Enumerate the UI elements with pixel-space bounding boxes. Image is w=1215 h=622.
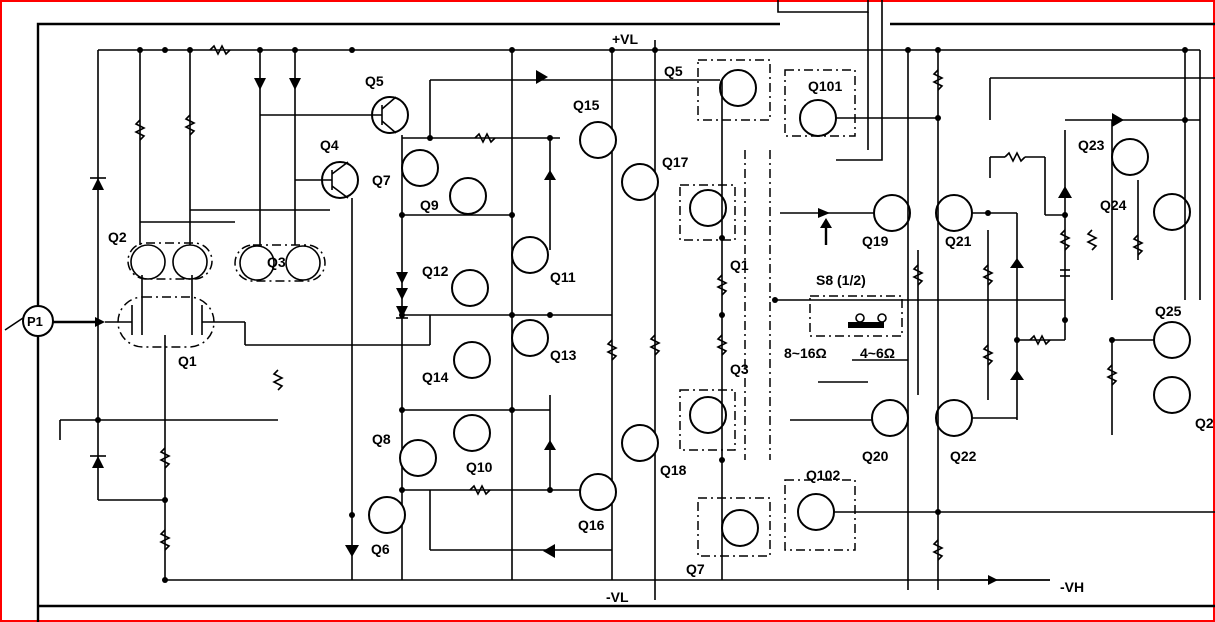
label-q8: Q8 xyxy=(372,431,391,447)
transistor-q20 xyxy=(871,399,909,437)
label-q26-partial: Q2 xyxy=(1195,415,1214,431)
label-q9: Q9 xyxy=(420,197,439,213)
label-q19: Q19 xyxy=(862,233,889,249)
label-q13: Q13 xyxy=(550,347,577,363)
transistor-q9 xyxy=(449,177,487,215)
label-q4: Q4 xyxy=(320,137,339,153)
label-q1-left: Q1 xyxy=(178,353,197,369)
transistor-q11 xyxy=(511,236,549,274)
label-q15: Q15 xyxy=(573,97,600,113)
transistor-q26 xyxy=(1153,376,1191,414)
label-vh-neg: -VH xyxy=(1060,579,1084,595)
input-terminal-p1 xyxy=(4,305,105,337)
label-q21: Q21 xyxy=(945,233,972,249)
diode-string xyxy=(254,70,1124,558)
label-q16: Q16 xyxy=(578,517,605,533)
label-q20: Q20 xyxy=(862,448,889,464)
transistor-q10 xyxy=(453,414,491,452)
label-q101: Q101 xyxy=(808,78,842,94)
label-p1: P1 xyxy=(27,314,43,329)
transistor-q21 xyxy=(935,194,973,232)
label-q7-left: Q7 xyxy=(372,172,391,188)
label-q3: Q3 xyxy=(267,254,286,270)
label-q6: Q6 xyxy=(371,541,390,557)
transistor-q4 xyxy=(295,161,359,580)
label-vl-pos: +VL xyxy=(612,31,639,47)
board-outline xyxy=(36,0,1215,622)
junction-dots xyxy=(95,47,1188,583)
label-q12: Q12 xyxy=(422,263,449,279)
transistor-q16 xyxy=(579,473,617,511)
component-labels: P1 +VL -VL -VH Q1 Q2 Q3 Q4 Q5 Q6 Q7 Q8 Q… xyxy=(27,31,1214,605)
label-impedance-left: 8~16Ω xyxy=(784,345,827,361)
label-q22: Q22 xyxy=(950,448,977,464)
transistor-q18 xyxy=(621,424,659,462)
label-impedance-right: 4~6Ω xyxy=(860,345,895,361)
label-q5-right: Q5 xyxy=(664,63,683,79)
transistor-q23 xyxy=(1111,138,1149,176)
label-q14: Q14 xyxy=(422,369,449,385)
label-q23: Q23 xyxy=(1078,137,1105,153)
transistor-q25 xyxy=(1153,321,1191,359)
switch-s8 xyxy=(809,295,908,383)
resistors xyxy=(134,44,1144,561)
label-q1-right: Q1 xyxy=(730,257,749,273)
output-q5-q101-modules xyxy=(697,59,938,137)
label-q7-right: Q7 xyxy=(686,561,705,577)
transistor-q8 xyxy=(399,439,437,477)
transistor-q14 xyxy=(453,341,491,379)
label-q24: Q24 xyxy=(1100,197,1127,213)
transistor-q13 xyxy=(511,319,549,357)
transistor-q19 xyxy=(873,194,911,232)
label-q18: Q18 xyxy=(660,462,687,478)
label-q3-right: Q3 xyxy=(730,361,749,377)
output-q1-q3-modules xyxy=(679,80,771,580)
transistor-q6 xyxy=(368,496,406,534)
protection-wiring xyxy=(775,50,1070,590)
label-q10: Q10 xyxy=(466,459,493,475)
label-q11: Q11 xyxy=(550,269,576,285)
transistor-pair-q2 xyxy=(127,50,213,280)
label-q17: Q17 xyxy=(662,154,689,170)
driver-interconnect xyxy=(244,40,720,600)
label-vl-neg: -VL xyxy=(606,589,629,605)
transistor-pair-q3 xyxy=(140,50,330,282)
vh-input-arrow xyxy=(960,575,1050,585)
input-fet-pair-q1 xyxy=(105,275,245,580)
transistor-q12 xyxy=(451,269,489,307)
label-q25: Q25 xyxy=(1155,303,1182,319)
label-q2: Q2 xyxy=(108,229,127,245)
label-q102: Q102 xyxy=(806,467,840,483)
output-q7-q102-modules xyxy=(697,479,1215,557)
right-wiring xyxy=(989,50,1215,435)
transistor-q22 xyxy=(935,399,973,437)
label-s8: S8 (1/2) xyxy=(816,272,866,288)
transistor-q24 xyxy=(1153,193,1191,231)
transistor-q7-left xyxy=(401,149,439,187)
transistor-q17 xyxy=(621,163,659,201)
transistor-q15 xyxy=(579,121,617,159)
label-q5-left: Q5 xyxy=(365,73,384,89)
